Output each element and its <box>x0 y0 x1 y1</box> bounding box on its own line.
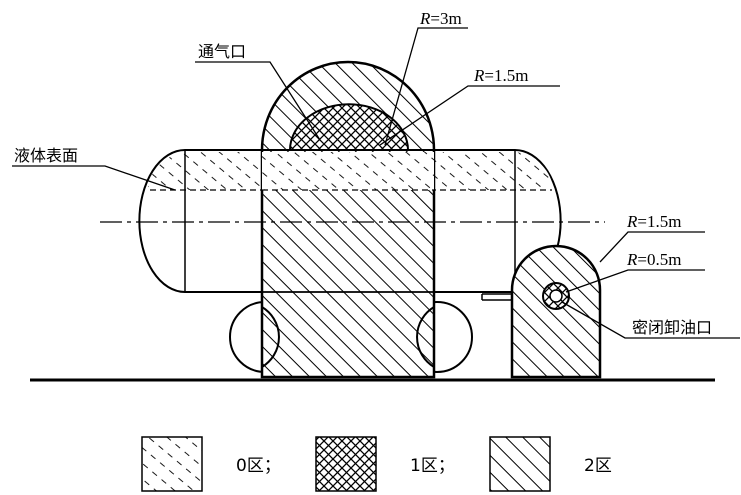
leader-r05-unload <box>565 269 705 293</box>
zone2-unload-area <box>510 244 602 379</box>
legend-swatch-zone0 <box>141 436 203 492</box>
sealed-unload-label: 密闭卸油口 <box>632 318 712 337</box>
leader-r15-unload <box>599 231 705 263</box>
legend-swatch-zone1 <box>315 436 377 492</box>
legend: 0区； 1区； 2区 <box>141 436 612 492</box>
leader-r15-vent <box>379 85 560 146</box>
r-inner-unload-label: R=0.5m <box>626 250 681 269</box>
leader-vent <box>195 61 321 141</box>
legend-zone0-label: 0区； <box>236 456 281 476</box>
legend-zone1-label: 1区； <box>410 456 455 476</box>
liquid-surface-label: 液体表面 <box>14 146 78 165</box>
legend-swatch-zone2 <box>489 436 551 492</box>
r-inner-vent-label: R=1.5m <box>473 66 528 85</box>
leader-sealed <box>561 301 740 339</box>
vent-label: 通气口 <box>198 42 246 61</box>
legend-zone2-label: 2区 <box>584 456 612 476</box>
leader-r3 <box>384 27 468 146</box>
r-outer-unload-label: R=1.5m <box>626 212 681 231</box>
leader-liquid <box>12 165 176 191</box>
r-outer-vent-label: R=3m <box>419 9 462 28</box>
